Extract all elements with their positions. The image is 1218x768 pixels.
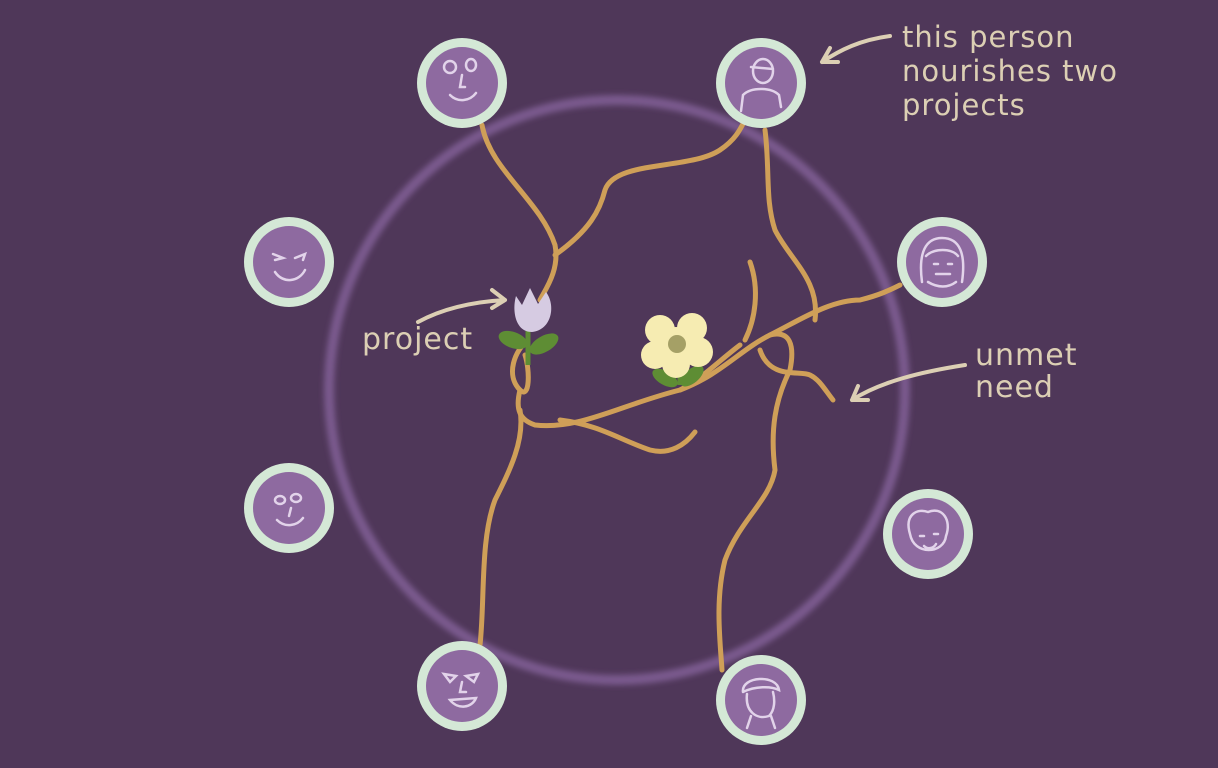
project-note: project [362,322,474,357]
root-path [762,127,819,323]
person-note: this person nourishes two projects [902,20,1118,122]
root-path [557,417,698,454]
annotation-arrows [416,34,967,402]
face-icon [442,57,478,102]
tulip-project [498,288,559,365]
community-ring [324,95,910,685]
person-7[interactable] [417,641,507,731]
face-icon [907,509,949,552]
root-path [515,282,903,429]
face-icon [919,236,965,288]
face-icon [273,492,305,527]
person-3[interactable] [244,217,334,307]
roots [477,117,903,673]
face-icon [271,251,308,282]
root-path [742,259,758,343]
root-path [477,407,524,648]
person-icon [739,57,783,113]
person-4[interactable] [897,217,987,307]
arrow-icon [416,288,507,324]
person-2[interactable] [716,38,806,128]
person-8[interactable] [716,655,806,745]
person-5[interactable] [244,463,334,553]
arrow-icon [820,34,892,64]
root-path [479,122,559,303]
people [244,38,987,745]
arrow-icon [850,363,967,402]
person-6[interactable] [883,489,973,579]
face-icon [741,677,781,730]
person-1[interactable] [417,38,507,128]
flower-center [668,335,686,353]
unmet-need-note: unmet need [975,338,1078,405]
root-path [677,342,743,393]
root-path [552,117,748,258]
root-path [716,331,795,673]
tulip-flower [514,288,552,332]
flower-project [641,313,713,388]
root-path [757,347,836,403]
face-icon [441,672,481,708]
